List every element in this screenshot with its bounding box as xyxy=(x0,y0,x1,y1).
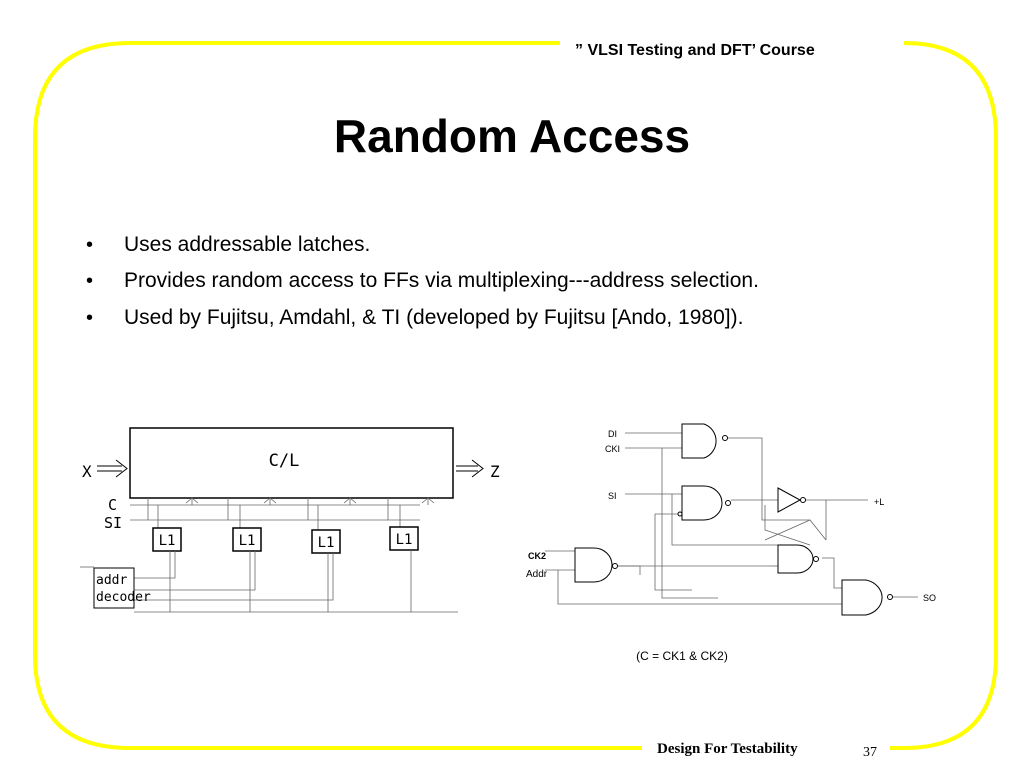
nand-bubble xyxy=(887,594,893,600)
footer-text: Design For Testability xyxy=(657,741,798,757)
latch-label: L1 xyxy=(396,532,413,548)
course-header: ” VLSI Testing and DFT’ Course xyxy=(575,42,815,59)
si-label: SI xyxy=(104,514,122,532)
bullet-item: Uses addressable latches. xyxy=(124,233,370,256)
bullet-marker: • xyxy=(86,270,93,292)
plus-l-label: +L xyxy=(874,497,884,507)
latch-box xyxy=(232,527,262,552)
bullet-marker: • xyxy=(86,234,93,256)
decoder-label-line2: decoder xyxy=(96,590,151,605)
combinational-logic-block xyxy=(129,427,454,499)
output-arrow xyxy=(456,459,484,478)
latch-box xyxy=(152,527,182,552)
decoder-label-line1: addr xyxy=(96,573,127,588)
slide-frame xyxy=(33,41,642,750)
nand-gate xyxy=(841,579,883,616)
and-bubble xyxy=(612,563,618,569)
di-label: DI xyxy=(608,429,617,439)
input-arrow xyxy=(97,459,128,478)
cki-label: CKI xyxy=(605,444,620,454)
latch-label: L1 xyxy=(318,535,335,551)
decoder-lines xyxy=(80,550,458,613)
latch-box xyxy=(311,529,341,554)
so-label: SO xyxy=(923,593,936,603)
block-label: C/L xyxy=(269,451,300,471)
nand-gate xyxy=(681,423,717,459)
latch-feed-lines xyxy=(147,497,435,530)
address-decoder xyxy=(93,567,135,609)
ck2-label: CK2 xyxy=(528,551,546,561)
latch-label: L1 xyxy=(239,533,256,549)
nand-bubble xyxy=(813,556,819,562)
input-label: X xyxy=(82,462,92,481)
inverter-buffer xyxy=(777,487,802,513)
latch-box xyxy=(389,526,419,551)
bullet-list: • Uses addressable latches. • Provides r… xyxy=(86,233,759,329)
nand-gate xyxy=(777,544,814,574)
inverter-bubble xyxy=(800,497,806,503)
inverted-input-bubble xyxy=(677,511,683,517)
latch-label: L1 xyxy=(159,533,176,549)
nand-gate xyxy=(681,485,723,521)
random-access-block-diagram: C/L X Z C SI L1 L1 L1 L1 xyxy=(80,427,500,613)
bullet-item-marker: • xyxy=(86,307,93,329)
and-gate xyxy=(574,547,613,583)
addr-label: Addr xyxy=(526,569,548,580)
si-input-label: SI xyxy=(608,491,617,501)
schematic-caption: (C = CK1 & CK2) xyxy=(636,649,728,663)
c-label: C xyxy=(108,496,117,514)
slide-frame-right xyxy=(890,41,998,750)
bullet-item: Used by Fujitsu, Amdahl, & TI (developed… xyxy=(124,306,743,329)
bullet-item: Provides random access to FFs via multip… xyxy=(124,269,759,292)
output-label: Z xyxy=(490,462,500,481)
page-title: Random Access xyxy=(334,110,690,162)
addressable-latch-schematic: DI CKI SI +L CK2 Addr SO xyxy=(526,423,936,663)
page-number: 37 xyxy=(863,745,877,760)
nand-bubble xyxy=(725,500,731,506)
nand-bubble xyxy=(722,435,728,441)
